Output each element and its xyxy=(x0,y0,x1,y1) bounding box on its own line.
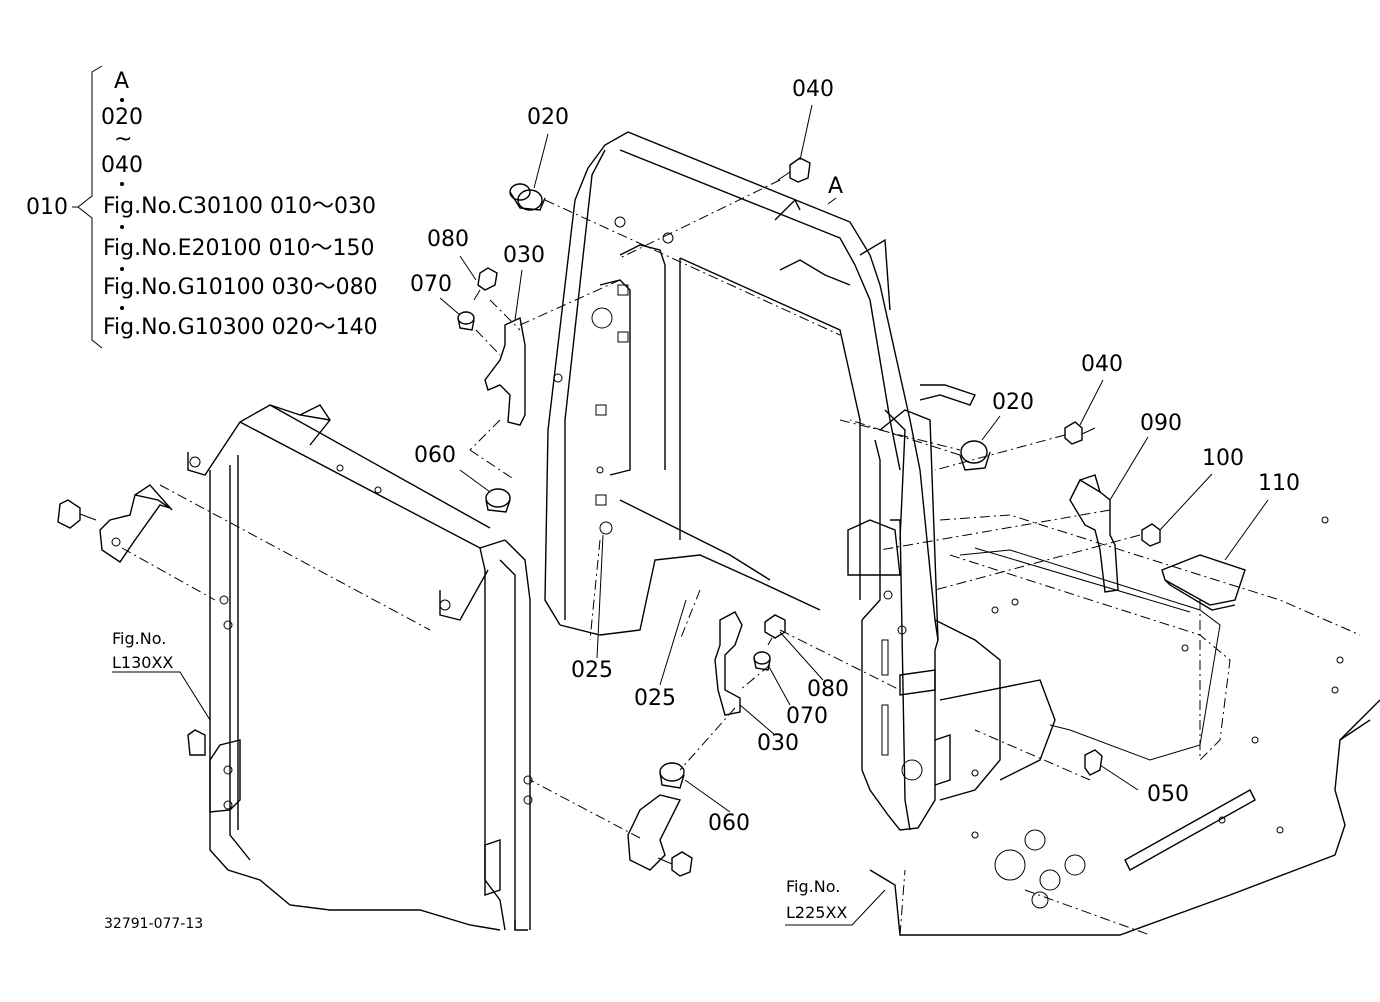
ref-right-fig-line2: L225XX xyxy=(786,903,848,922)
ref-left-fig-line2: L130XX xyxy=(112,653,174,672)
drawing-id: 32791-077-13 xyxy=(104,916,204,932)
callout-060-mid: 060 xyxy=(708,811,750,836)
right-pillar xyxy=(847,384,1056,831)
legend-range-end: 040 xyxy=(101,153,143,178)
ref-left-fig-line1: Fig.No. xyxy=(112,629,167,648)
callout-100: 100 xyxy=(1202,446,1244,471)
callout-060-left: 060 xyxy=(414,443,456,468)
fasteners xyxy=(473,157,1161,877)
callout-020-right: 020 xyxy=(992,390,1034,415)
callout-110: 110 xyxy=(1258,471,1300,496)
legend-range-start: 020 xyxy=(101,105,143,130)
callout-050: 050 xyxy=(1147,782,1189,807)
legend-fig-ref: Fig.No.G10300 020～140 xyxy=(103,315,378,340)
callout-030-left: 030 xyxy=(503,243,545,268)
callout-090: 090 xyxy=(1140,411,1182,436)
legend-fig-ref: Fig.No.E20100 010～150 xyxy=(103,236,375,261)
ref-right-fig-line1: Fig.No. xyxy=(786,877,841,896)
part-060-bracket xyxy=(627,794,682,871)
callout-070-left: 070 xyxy=(410,272,452,297)
legend-dot xyxy=(120,182,124,186)
callout-070-mid: 070 xyxy=(786,704,828,729)
callout-080-left: 080 xyxy=(427,227,469,252)
part-110-plate xyxy=(1161,554,1246,611)
floor-plate xyxy=(869,514,1380,936)
legend-root-part: 010 xyxy=(26,195,68,220)
callout-040-top: 040 xyxy=(792,77,834,102)
spacers xyxy=(457,183,991,789)
back-panel xyxy=(544,131,939,641)
part-030-brackets xyxy=(484,316,743,716)
legend-fig-ref: Fig.No.G10100 030～080 xyxy=(103,275,378,300)
legend-dot xyxy=(120,306,124,310)
legend-dot xyxy=(120,267,124,271)
callout-leaders xyxy=(112,104,1269,926)
callout-040-right: 040 xyxy=(1081,352,1123,377)
legend-tilde: ~ xyxy=(114,127,133,152)
callout-025-b: 025 xyxy=(634,686,676,711)
callout-030-mid: 030 xyxy=(757,731,799,756)
legend-fig-ref: Fig.No.C30100 010～030 xyxy=(103,194,376,219)
legend-dot xyxy=(120,98,124,102)
callout-025-a: 025 xyxy=(571,658,613,683)
legend-dot xyxy=(120,225,124,229)
legend-letter: A xyxy=(114,69,130,94)
part-090-bracket xyxy=(1069,474,1119,593)
callout-020-top: 020 xyxy=(527,105,569,130)
legend-brace xyxy=(72,65,103,349)
left-cab-frame xyxy=(187,404,533,931)
callout-080-mid: 080 xyxy=(807,677,849,702)
left-bracket xyxy=(57,484,431,631)
leader-lines xyxy=(469,179,1201,839)
callout-assembly-a: A xyxy=(828,174,844,199)
